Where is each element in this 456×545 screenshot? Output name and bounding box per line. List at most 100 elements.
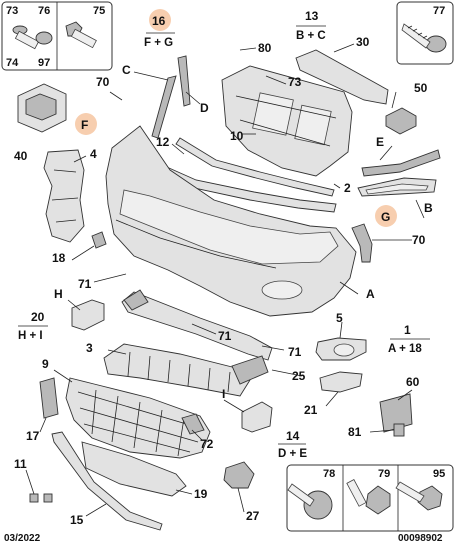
group-callout-16: 16 F + G [144,9,175,49]
callout-h: H [54,287,63,301]
highlight-callout-f: F [75,113,97,135]
callout-71-right: 71 [288,345,302,359]
group-callout-13: 13 B + C [296,9,326,42]
bolt-icon [65,21,97,49]
part-e-strip [361,149,441,177]
inset-box-fasteners-bottom-right: 78 79 95 [286,464,454,532]
combo-f-plus-g: F + G [144,37,173,49]
callout-73: 73 [288,75,302,89]
callout-12: 12 [156,135,170,149]
callout-70-upper: 70 [96,75,110,89]
part-a-bumper [105,125,357,317]
part-17-side-piece [39,377,59,419]
callout-3: 3 [86,341,93,355]
part-5-bezel [315,337,367,361]
hex-bolt-icon [395,481,443,511]
callout-81: 81 [348,425,362,439]
part-9-grille-frame [65,377,211,459]
callout-18: 18 [52,251,66,265]
callout-b: B [424,201,433,215]
part-21-cover [319,371,363,393]
leader-lines [25,43,425,517]
callout-10: 10 [230,129,244,143]
part-40-block [17,83,67,133]
part-h-bracket [71,299,105,331]
screw-icon [12,25,53,50]
callout-50: 50 [414,81,428,95]
svg-text:F: F [81,118,88,132]
group-callout-14: 14 D + E [278,429,307,460]
callout-60: 60 [406,375,420,389]
combo-a-plus-18: A + 18 [388,343,422,355]
part-81-clip [393,423,405,437]
callout-95-box: 95 [433,468,445,480]
part-10-radiator-frame [221,65,353,177]
callout-4: 4 [90,147,97,161]
callout-75-box: 75 [93,5,105,17]
callout-74-box: 74 [6,57,19,69]
callout-1: 1 [404,323,411,337]
part-c-strip [151,75,177,139]
part-d-strip [177,55,191,107]
callout-11: 11 [14,457,27,471]
footer-date: 03/2022 [4,533,41,544]
callout-d: D [200,101,209,115]
callout-79-box: 79 [378,468,390,480]
callout-c: C [122,63,131,77]
callout-72: 72 [200,437,214,451]
footer-reference: 00098902 [398,533,443,544]
callout-20: 20 [31,310,45,324]
callout-2: 2 [344,181,351,195]
callout-14: 14 [286,429,300,443]
group-callout-20: 20 H + I [18,310,48,342]
callout-73-box: 73 [6,5,18,17]
callout-i: I [222,387,225,401]
callout-97-box: 97 [38,57,50,69]
callout-21: 21 [304,403,318,417]
callout-16: 16 [152,14,166,28]
callout-71-left: 71 [78,277,92,291]
part-27-cover [223,461,255,489]
inset-box-screws-top-left: 73 76 74 97 75 [1,1,113,71]
part-b-trim [357,177,437,197]
part-3-lower-grille [103,343,251,397]
self-tapping-screw-icon [401,23,447,53]
part-25-shutter [231,355,269,385]
callout-71-middle: 71 [218,329,232,343]
combo-b-plus-c: B + C [296,30,326,42]
part-30-bracket [295,49,389,105]
callout-15: 15 [70,513,84,527]
callout-a: A [366,287,375,301]
callout-27: 27 [246,509,260,523]
combo-d-plus-e: D + E [278,448,307,460]
callout-78-box: 78 [323,468,335,480]
part-60-panel [379,393,413,433]
callout-40: 40 [14,149,28,163]
part-15-lower-strip [51,431,163,531]
part-i-bracket [241,401,273,433]
callout-labels: C D 80 73 30 50 10 12 70 4 2 E B 70 40 1… [14,35,433,527]
part-4-side-bracket [43,149,85,243]
callout-70-lower: 70 [412,233,426,247]
callout-76-box: 76 [38,5,50,17]
callout-77-box: 77 [433,5,445,17]
flange-bolt-icon [346,478,391,515]
callout-25: 25 [292,369,306,383]
callout-19: 19 [194,487,208,501]
callout-e: E [376,135,384,149]
group-callout-1: 1 A + 18 [388,323,430,355]
callout-80: 80 [258,41,272,55]
part-11-clips [29,493,53,503]
combo-h-plus-i: H + I [18,330,43,342]
highlight-callout-g: G [375,205,397,227]
part-72-bracket [181,413,205,435]
washer-screw-icon [287,483,333,520]
callout-9: 9 [42,357,49,371]
part-50-clip [385,107,417,135]
callout-17: 17 [26,429,40,443]
svg-text:G: G [381,210,390,224]
callout-13: 13 [305,9,319,23]
callout-30: 30 [356,35,370,49]
